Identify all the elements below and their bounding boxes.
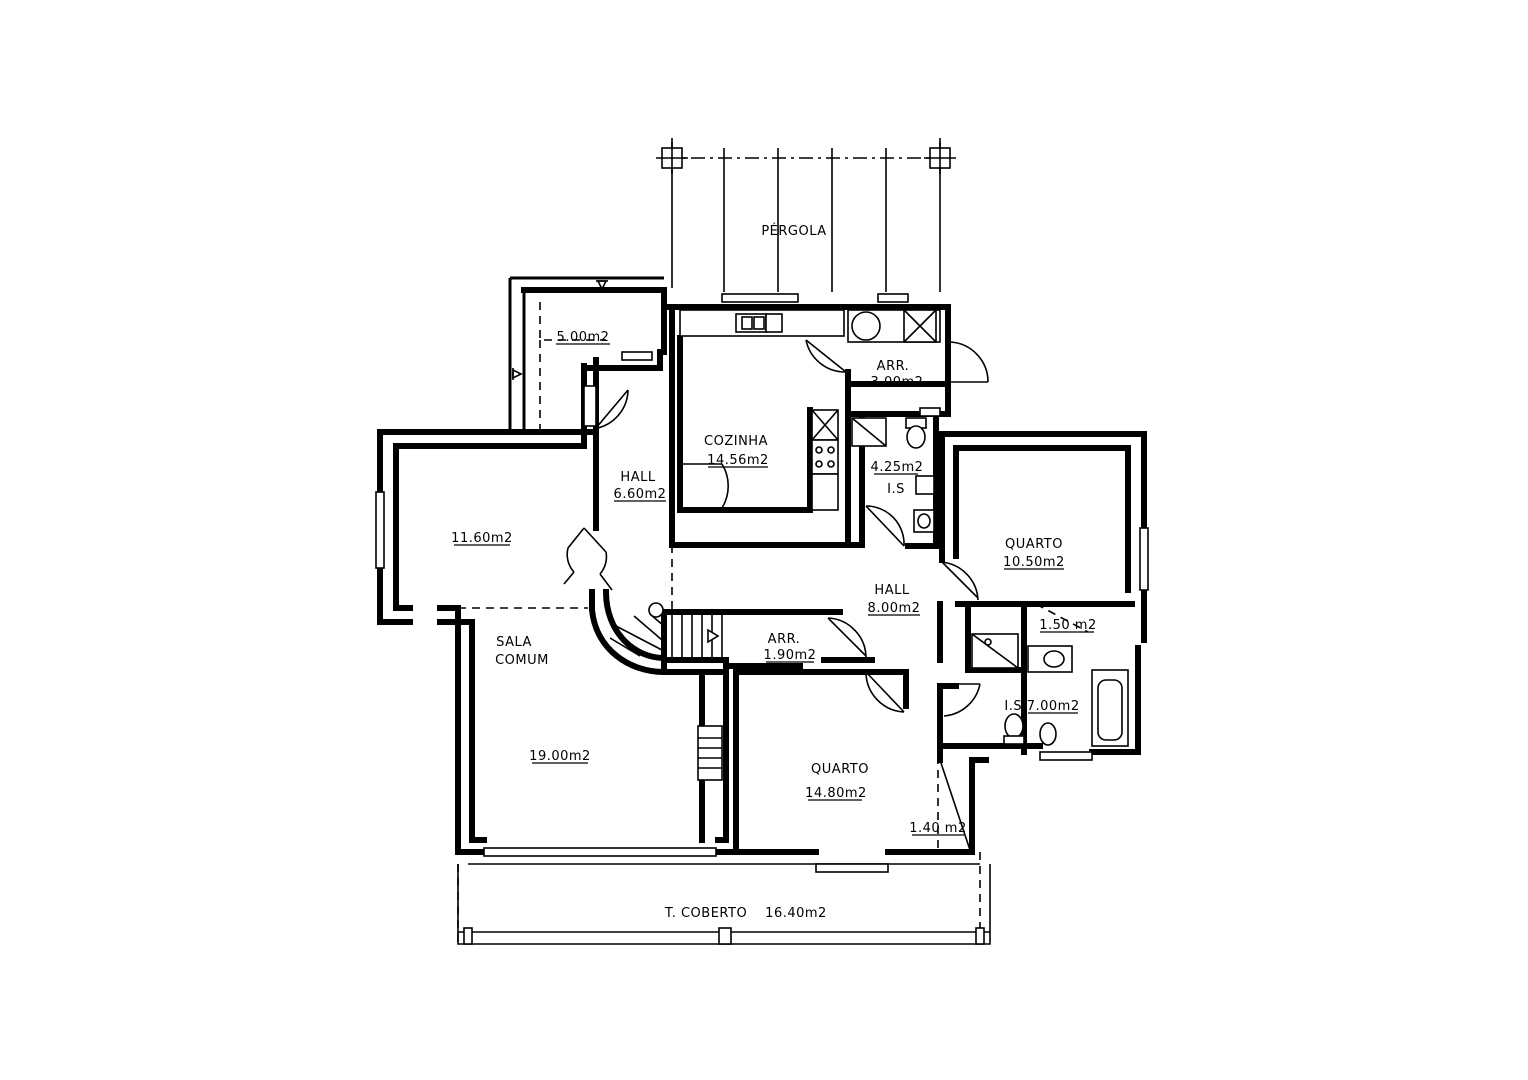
door-entry bbox=[595, 389, 629, 429]
door-quarto2 bbox=[865, 671, 905, 713]
pergola-post-right bbox=[924, 142, 956, 174]
label-sala-name1: SALA bbox=[496, 635, 532, 650]
door-is1 bbox=[865, 505, 905, 547]
label-terrace-area: 16.40m2 bbox=[765, 906, 827, 921]
doors bbox=[563, 339, 989, 851]
door-quarto1 bbox=[939, 559, 979, 601]
label-is1-name: I.S bbox=[887, 482, 905, 497]
windows bbox=[375, 293, 1149, 873]
bathtub bbox=[1091, 669, 1129, 747]
label-is2: I.S 7.00m2 bbox=[1004, 699, 1079, 714]
covered-terrace bbox=[457, 863, 991, 945]
kitchen-sink bbox=[735, 313, 783, 333]
bidet-1 bbox=[915, 475, 935, 495]
door-arr-mid bbox=[827, 617, 867, 659]
fireplace bbox=[697, 725, 723, 781]
label-closet1-area: 1.50 m2 bbox=[1039, 618, 1097, 633]
label-quarto2-area: 14.80m2 bbox=[805, 786, 867, 801]
arrow-markers bbox=[512, 280, 608, 380]
washer-icon bbox=[851, 311, 881, 341]
bidet-2 bbox=[1039, 722, 1057, 746]
fixtures bbox=[583, 309, 1129, 747]
window-quarto1 bbox=[1139, 527, 1149, 591]
window-is1 bbox=[919, 407, 941, 417]
basin-2 bbox=[1027, 645, 1073, 673]
label-cozinha-name: COZINHA bbox=[704, 434, 768, 449]
label-hall2-name: HALL bbox=[874, 583, 909, 598]
window-sala bbox=[483, 847, 717, 857]
label-patio-area: 5.00m2 bbox=[557, 330, 610, 345]
label-arr-mid-area: 1.90m2 bbox=[764, 648, 817, 663]
label-quarto2-name: QUARTO bbox=[811, 762, 869, 777]
door-exterior-right bbox=[948, 341, 989, 383]
door-closet2 bbox=[939, 759, 971, 851]
toilet-2 bbox=[1003, 713, 1025, 745]
label-room-left-area: 11.60m2 bbox=[451, 531, 513, 546]
window-arr-top bbox=[877, 293, 909, 303]
pergola-post-left bbox=[656, 142, 688, 174]
label-hall1-name: HALL bbox=[620, 470, 655, 485]
label-arr-top-area: 3.00m2 bbox=[871, 375, 924, 390]
door-is2 bbox=[940, 683, 981, 717]
window-kitchen bbox=[721, 293, 799, 303]
label-sala-name2: COMUM bbox=[495, 653, 549, 668]
walls bbox=[377, 276, 1147, 855]
stove bbox=[811, 439, 839, 475]
basin-1 bbox=[913, 509, 935, 533]
label-pergola: PÉRGOLA bbox=[761, 223, 826, 239]
label-cozinha-area: 14.56m2 bbox=[707, 453, 769, 468]
label-is1-area: 4.25m2 bbox=[871, 460, 924, 475]
staircase bbox=[609, 602, 723, 781]
label-terrace-name: T. COBERTO bbox=[664, 906, 747, 921]
door-kitchen bbox=[680, 463, 729, 509]
window-hall-entry bbox=[621, 351, 653, 361]
arrow-right-icon bbox=[512, 368, 523, 380]
door-sala-double bbox=[563, 527, 613, 591]
label-closet2-area: 1.40 m2 bbox=[909, 821, 967, 836]
label-arr-mid-name: ARR. bbox=[768, 632, 801, 647]
window-is2 bbox=[1039, 751, 1093, 761]
window-left-room bbox=[375, 491, 385, 569]
window-quarto2 bbox=[815, 863, 889, 873]
toilet-1 bbox=[905, 417, 927, 449]
label-hall1-area: 6.60m2 bbox=[614, 487, 667, 502]
label-sala-area: 19.00m2 bbox=[529, 749, 591, 764]
room-labels: PÉRGOLA 5.00m2 ARR. 3.00m2 COZINHA 14.56… bbox=[451, 223, 1097, 921]
label-quarto1-area: 10.50m2 bbox=[1003, 555, 1065, 570]
label-arr-top-name: ARR. bbox=[877, 359, 910, 374]
pergola bbox=[656, 138, 956, 292]
label-quarto1-name: QUARTO bbox=[1005, 537, 1063, 552]
door-arr-top bbox=[805, 339, 847, 373]
label-hall2-area: 8.00m2 bbox=[868, 601, 921, 616]
